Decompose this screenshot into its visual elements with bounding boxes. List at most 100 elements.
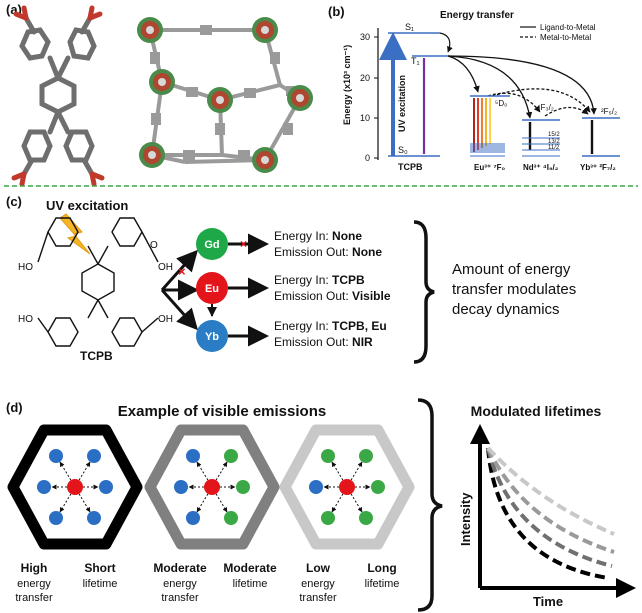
svg-text:energy: energy — [301, 578, 335, 590]
svg-text:Short: Short — [84, 561, 115, 575]
decay-curve-slowest — [486, 446, 615, 536]
row-eu-text: Energy In: TCPB Emission Out: Visible — [274, 273, 391, 303]
intensity-axis-label: Intensity — [458, 492, 473, 546]
svg-text:lifetime: lifetime — [83, 578, 118, 590]
s1-label: S₁ — [405, 22, 414, 32]
energy-transfer-legend-title: Energy transfer — [440, 10, 514, 21]
svg-text:Long: Long — [367, 561, 396, 575]
svg-text:lifetime: lifetime — [365, 578, 400, 590]
node-gd: Gd — [196, 228, 228, 260]
isc-arrow — [439, 32, 453, 53]
row-yb-text: Energy In: TCPB, Eu Emission Out: NIR — [274, 319, 387, 349]
decay-curve-slow — [486, 447, 615, 554]
energy-axis: 30 20 10 0 Energy (x10³ cm⁻¹) — [342, 28, 379, 163]
nd-level-15-2: 15/2 — [548, 132, 560, 138]
modulated-lifetimes-title: Modulated lifetimes — [471, 403, 602, 419]
nd-levels: ⁴F₃/₂ 15/2 13/2 11/2 Nd³⁺ ⁴I₉/₂ — [522, 103, 560, 172]
svg-text:Low: Low — [306, 561, 331, 575]
decay-plot: Time Intensity — [458, 424, 636, 609]
node-yb-label: Yb — [205, 331, 219, 343]
svg-text:Emission Out: NIR: Emission Out: NIR — [274, 335, 373, 349]
hexagon-moderate — [144, 424, 280, 550]
blocked-transfer-mark: × — [178, 264, 186, 279]
y-tick-30: 30 — [360, 32, 370, 42]
svg-text:Moderate: Moderate — [223, 561, 277, 575]
tcpb-ho-bottom: HO — [18, 314, 33, 325]
y-tick-10: 10 — [360, 113, 370, 123]
nd-4f32-label: ⁴F₃/₂ — [537, 103, 554, 112]
visible-emissions-title: Example of visible emissions — [118, 403, 326, 420]
decay-curve-medium — [486, 447, 613, 568]
legend-ligand-to-metal: Ligand-to-Metal — [540, 23, 596, 32]
s0-label: S₀ — [398, 145, 408, 155]
lifetime-brace — [417, 398, 443, 612]
tcpb-oh-bottom: OH — [158, 314, 173, 325]
legend-metal-to-metal: Metal-to-Metal — [540, 33, 591, 42]
node-yb: Yb — [196, 320, 228, 352]
svg-text:Emission Out: None: Emission Out: None — [274, 245, 382, 259]
yb-levels: ²F₅/₂ Yb³⁺ ²F₇/₂ — [580, 107, 620, 172]
tcpb-ho-top: HO — [18, 262, 33, 273]
summary-line-2: transfer modulates — [452, 281, 576, 298]
svg-text:transfer: transfer — [161, 592, 199, 604]
summary-brace — [413, 220, 435, 364]
tcpb-oh-top: OH — [158, 262, 173, 273]
gd-blocked-mark: × — [240, 237, 247, 251]
tcpb-level-label: TCPB — [398, 162, 423, 172]
y-tick-0: 0 — [365, 153, 370, 163]
panel-c-label: (c) — [6, 194, 22, 209]
svg-text:Energy In: None: Energy In: None — [274, 229, 362, 243]
eu-ground-label: Eu³⁺ ⁷F₀ — [474, 163, 506, 172]
panel-b-label: (b) — [328, 4, 345, 19]
energy-transfer-arrows — [447, 55, 597, 119]
metal-clusters — [137, 17, 313, 173]
summary-line-3: decay dynamics — [452, 301, 560, 318]
nd-level-11-2: 11/2 — [548, 145, 560, 151]
svg-text:Emission Out: Visible: Emission Out: Visible — [274, 289, 391, 303]
svg-text:transfer: transfer — [299, 592, 337, 604]
caption-moderate: Moderate energy transfer Moderate lifeti… — [153, 561, 277, 604]
caption-low: Low energy transfer Long lifetime — [299, 561, 399, 604]
svg-text:Energy In: TCPB: Energy In: TCPB — [274, 273, 365, 287]
caption-high: High energy transfer Short lifetime — [15, 561, 117, 604]
tcpb-to-metal-arrows — [160, 249, 199, 331]
eu-levels: ⁵D₀ Eu³⁺ ⁷F₀ — [470, 95, 510, 172]
hexagon-low — [279, 424, 415, 550]
tcpb-o-top: O — [150, 240, 158, 251]
svg-text:Energy In: TCPB, Eu: Energy In: TCPB, Eu — [274, 319, 387, 333]
eu-5d0-label: ⁵D₀ — [495, 99, 507, 108]
panel-d-label: (d) — [6, 400, 23, 415]
node-gd-label: Gd — [204, 239, 219, 251]
node-eu-label: Eu — [205, 283, 219, 295]
svg-text:lifetime: lifetime — [233, 578, 268, 590]
t1-label: T₁ — [411, 56, 420, 66]
node-eu: Eu — [196, 272, 228, 304]
metal-to-output-arrows — [228, 233, 269, 347]
row-gd-text: Energy In: None Emission Out: None — [274, 229, 382, 259]
svg-text:transfer: transfer — [15, 592, 53, 604]
svg-text:energy: energy — [163, 578, 197, 590]
yb-ground-label: Yb³⁺ ²F₇/₂ — [580, 163, 616, 172]
decay-curve-fast — [486, 447, 609, 580]
nd-ground-label: Nd³⁺ ⁴I₉/₂ — [523, 163, 559, 172]
yb-2f52-label: ²F₅/₂ — [601, 107, 617, 116]
lightning-icon — [59, 213, 91, 255]
nd-level-13-2: 13/2 — [548, 139, 560, 145]
tcpb-label: TCPB — [80, 349, 113, 363]
svg-text:Moderate: Moderate — [153, 561, 207, 575]
y-tick-20: 20 — [360, 73, 370, 83]
tcpb-stick-model — [11, 5, 105, 187]
hexagon-high — [7, 424, 143, 550]
svg-text:energy: energy — [17, 578, 51, 590]
time-axis-label: Time — [533, 594, 563, 609]
uv-excitation-title: UV excitation — [46, 198, 128, 213]
summary-line-1: Amount of energy — [452, 261, 571, 278]
tcpb-levels: S₁ T₁ S₀ TCPB — [388, 22, 453, 172]
mof-lattice — [137, 17, 313, 173]
svg-text:High: High — [21, 561, 48, 575]
uv-excitation-label: UV excitation — [397, 75, 407, 132]
tcpb-structure — [37, 217, 159, 347]
y-axis-label: Energy (x10³ cm⁻¹) — [342, 45, 352, 125]
